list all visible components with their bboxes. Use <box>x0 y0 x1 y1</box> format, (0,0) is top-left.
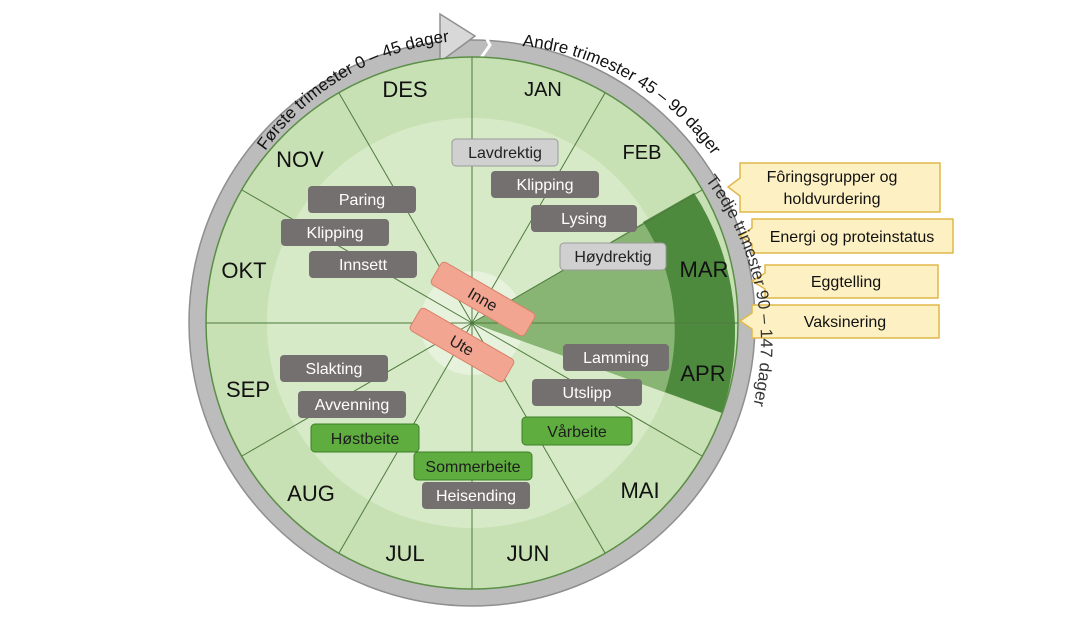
activity-sommerbeite-label: Sommerbeite <box>425 459 520 476</box>
arrow-head <box>439 12 477 64</box>
month-label-okt: OKT <box>221 258 266 283</box>
activity-lavdrektig: Lavdrektig <box>451 138 559 167</box>
activity-utslipp: Utslipp <box>532 379 642 406</box>
activity-slakting-label: Slakting <box>306 361 363 378</box>
activity-avvenning: Avvenning <box>298 391 406 418</box>
month-label-nov: NOV <box>276 147 324 172</box>
activity-hoydrektig: Høydrektig <box>559 242 667 271</box>
callout-vaksinering: Vaksinering <box>738 304 940 339</box>
activity-paring-label: Paring <box>339 192 385 209</box>
month-label-jan: JAN <box>524 79 562 101</box>
month-label-jun: JUN <box>507 541 550 566</box>
callout-foringsgrupper-line2: holdvurdering <box>784 191 881 208</box>
activity-lamming: Lamming <box>563 344 669 371</box>
month-label-sep: SEP <box>226 377 270 402</box>
arrow-split <box>476 21 492 63</box>
activity-lavdrektig-label: Lavdrektig <box>468 145 542 162</box>
month-label-feb: FEB <box>623 142 662 164</box>
activity-klipping-autumn-label: Klipping <box>307 225 364 242</box>
activity-paring: Paring <box>308 186 416 213</box>
month-label-jul: JUL <box>385 541 424 566</box>
activity-hostbeite-label: Høstbeite <box>331 431 400 448</box>
callout-energi-label: Energi og proteinstatus <box>770 229 935 246</box>
activity-varbeite: Vårbeite <box>521 416 633 446</box>
activity-hoydrektig-label: Høydrektig <box>574 249 651 266</box>
activity-innsett: Innsett <box>309 251 417 278</box>
activity-klipping-spring: Klipping <box>491 171 599 198</box>
activity-slakting: Slakting <box>280 355 388 382</box>
activity-varbeite-label: Vårbeite <box>547 423 607 441</box>
callout-foringsgrupper-line1: Fôringsgrupper og <box>767 169 898 186</box>
callout-vaksinering-label: Vaksinering <box>804 314 886 331</box>
callout-eggtelling-label: Eggtelling <box>811 274 881 291</box>
callout-foringsgrupper: Fôringsgrupper og holdvurdering <box>726 162 941 213</box>
month-label-mai: MAI <box>620 478 659 503</box>
month-label-des: DES <box>382 77 427 102</box>
activity-hostbeite: Høstbeite <box>310 423 420 453</box>
activity-klipping-autumn: Klipping <box>281 219 389 246</box>
activity-heisending: Heisending <box>422 482 530 509</box>
activity-sommerbeite: Sommerbeite <box>413 451 533 481</box>
location-inne: Inne <box>430 261 536 337</box>
activity-lysing: Lysing <box>531 205 637 232</box>
callout-energi: Energi og proteinstatus <box>738 218 954 254</box>
callout-eggtelling: Eggtelling <box>750 264 939 299</box>
activity-klipping-spring-label: Klipping <box>517 177 574 194</box>
activity-lysing-label: Lysing <box>561 211 607 228</box>
activity-utslipp-label: Utslipp <box>563 385 612 402</box>
activity-innsett-label: Innsett <box>339 257 388 274</box>
activity-avvenning-label: Avvenning <box>315 397 389 414</box>
activity-lamming-label: Lamming <box>583 350 649 367</box>
month-label-aug: AUG <box>287 481 335 506</box>
location-ute: Ute <box>409 307 515 383</box>
month-label-mar: MAR <box>680 257 729 282</box>
activity-heisending-label: Heisending <box>436 488 516 505</box>
month-label-apr: APR <box>680 361 725 386</box>
